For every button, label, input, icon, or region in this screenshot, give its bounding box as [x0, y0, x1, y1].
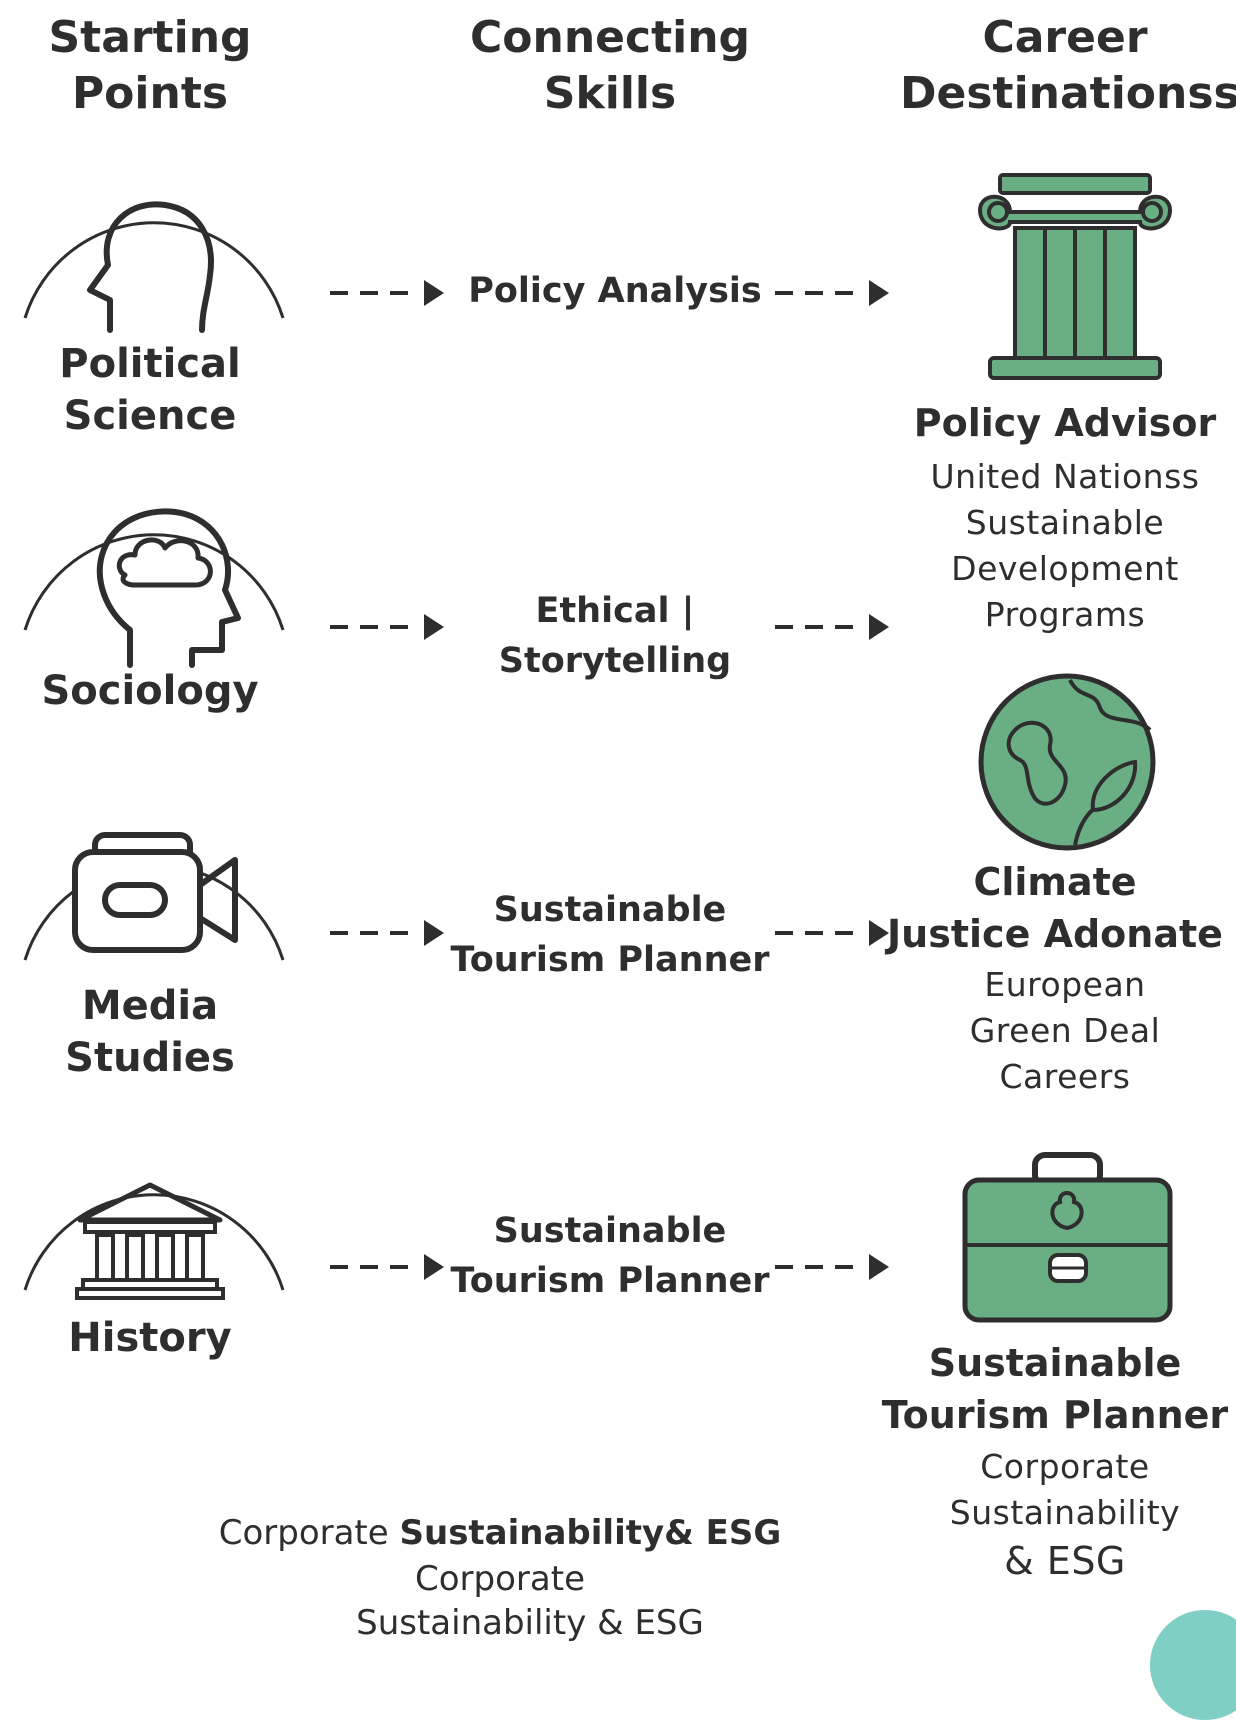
starting-point-label: Sociology	[41, 668, 259, 714]
arrow-to-skill-4	[330, 1254, 444, 1280]
ionic-column-icon	[977, 173, 1173, 380]
skill-label: Sustainable Tourism Planner	[450, 1211, 770, 1301]
arrow-to-destination-1	[775, 280, 889, 306]
globe-leaf-icon	[978, 673, 1156, 851]
arrow-to-destination-3	[775, 920, 889, 946]
destination-title: Sustainable Tourism Planner	[881, 1341, 1229, 1437]
arrow-to-destination-4	[775, 1254, 889, 1280]
starting-point-label: Media Studies	[65, 983, 235, 1081]
skill-label: Sustainable Tourism Planner	[450, 890, 770, 980]
header-connecting-skills: Connecting Skills	[469, 12, 751, 119]
arrow-to-destination-2	[775, 614, 889, 640]
destination-subtitle: United Nationss Sustainable Development …	[930, 457, 1200, 634]
classical-building-icon	[75, 1182, 225, 1300]
briefcase-leaf-icon	[962, 1152, 1173, 1323]
skill-label: Policy Analysis	[468, 271, 762, 311]
arrow-to-skill-2	[330, 614, 444, 640]
video-camera-icon	[72, 832, 238, 953]
destination-title: Climate Justice Adonate	[887, 860, 1223, 956]
footer-line-1-bold: Sustainability& ESG	[399, 1513, 782, 1553]
starting-point-label: History	[68, 1315, 232, 1361]
starting-point-label: Political Science	[59, 341, 241, 439]
destination-title: Policy Advisor	[913, 401, 1217, 445]
footer-line-1: Corporate Sustainability& ESG	[150, 1510, 850, 1556]
footer-line-3: Sustainability & ESG	[356, 1603, 704, 1643]
destination-subtitle: European Green Deal Careers	[969, 965, 1161, 1096]
header-career-destinations: Career Destinationss	[900, 12, 1236, 119]
destination-subtitle-extra: & ESG	[1004, 1539, 1126, 1583]
head-brain-icon	[96, 508, 241, 668]
corner-circle	[1150, 1610, 1236, 1720]
arrow-to-skill-3	[330, 920, 444, 946]
footer-line-2: Corporate	[415, 1559, 585, 1599]
destination-subtitle: Corporate Sustainability	[949, 1447, 1181, 1532]
header-starting-points: Starting Points	[48, 12, 252, 119]
head-profile-icon	[87, 201, 214, 333]
footer-line-1-prefix: Corporate	[218, 1513, 400, 1553]
skill-label: Ethical | Storytelling	[498, 591, 732, 681]
arrow-to-skill-1	[330, 280, 444, 306]
